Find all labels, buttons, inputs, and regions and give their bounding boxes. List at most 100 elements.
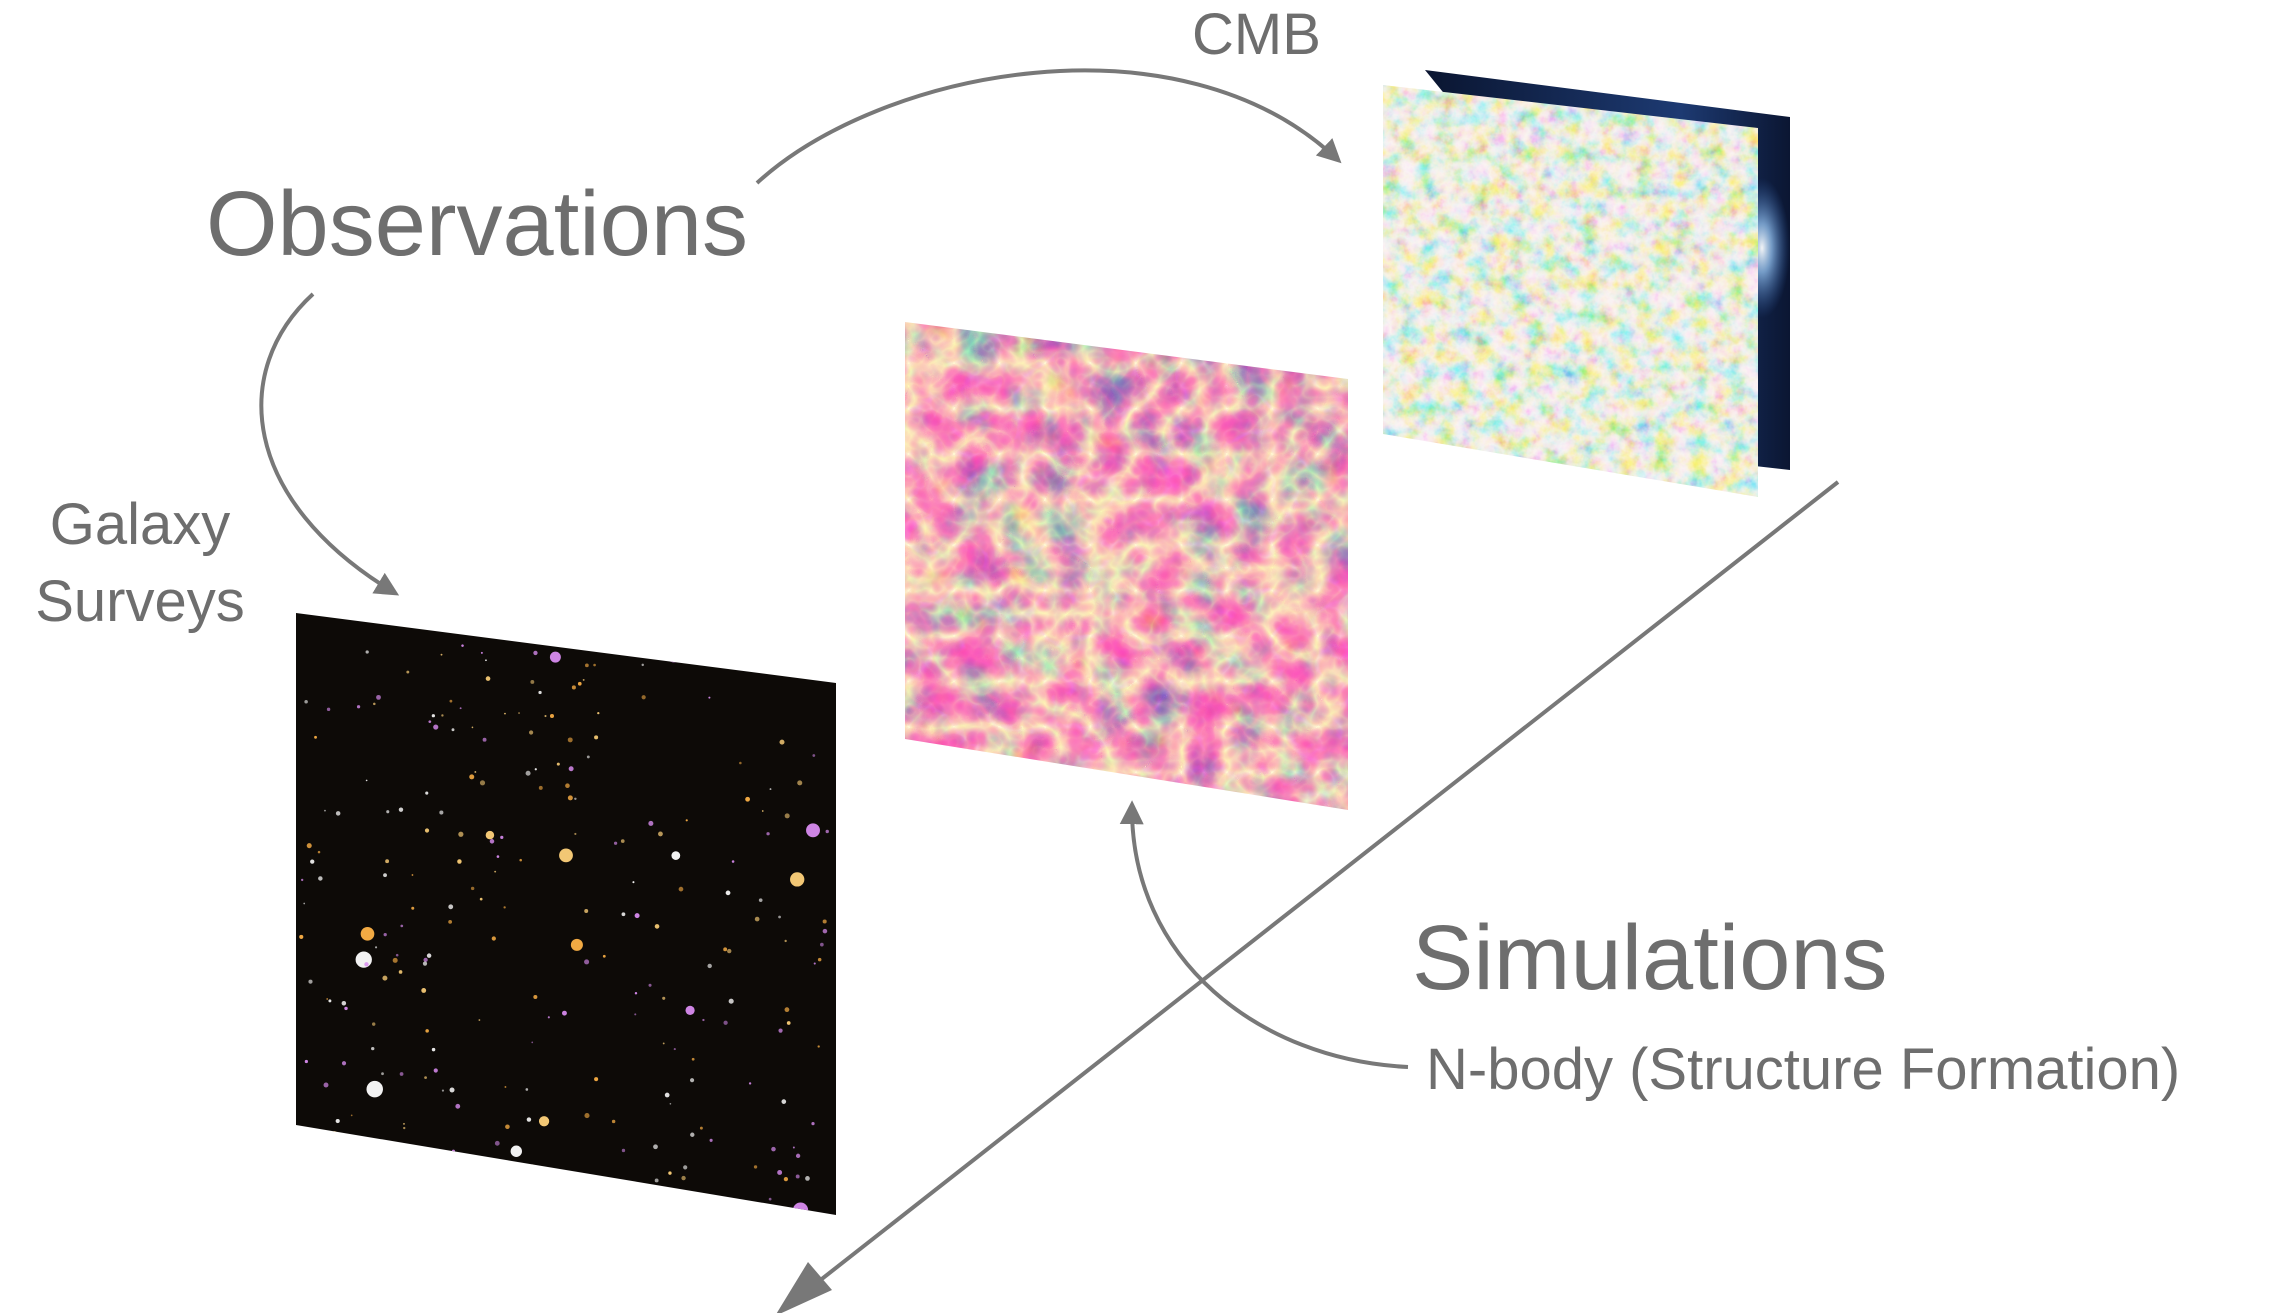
- galaxy-dot: [571, 685, 576, 690]
- galaxy-dot: [634, 991, 638, 995]
- galaxy-dot: [613, 841, 618, 845]
- galaxy-dot: [593, 663, 596, 667]
- galaxy-dot: [820, 942, 824, 947]
- galaxy-dot: [423, 957, 428, 963]
- galaxy-dot: [449, 699, 453, 703]
- galaxy-dot: [705, 1204, 708, 1207]
- galaxy-dot: [737, 614, 741, 619]
- galaxy-dot: [669, 1102, 672, 1105]
- galaxy-label-line2: Surveys: [35, 569, 245, 635]
- galaxy-dot: [594, 1077, 599, 1082]
- galaxy-dot: [318, 876, 323, 881]
- galaxy-dot: [470, 886, 475, 891]
- galaxy-dot: [792, 1146, 795, 1149]
- galaxy-dot: [323, 1082, 329, 1088]
- galaxy-dot: [441, 1089, 445, 1092]
- galaxy-dot: [777, 1170, 783, 1175]
- galaxy-dot: [480, 1179, 484, 1182]
- cmb-arrow: [755, 68, 1342, 185]
- galaxy-dot: [308, 979, 313, 984]
- galaxy-dot: [685, 1005, 695, 1016]
- galaxy-dot: [433, 724, 439, 730]
- galaxy-dot: [532, 1194, 535, 1197]
- galaxy-dot: [735, 1202, 738, 1206]
- galaxy-dot: [611, 1119, 616, 1124]
- galaxy-dot: [478, 1019, 481, 1021]
- galaxy-dot: [602, 954, 606, 958]
- galaxy-dot: [584, 908, 589, 913]
- galaxy-dot: [778, 915, 781, 919]
- galaxy-dot: [371, 1187, 376, 1192]
- galaxy-dot: [530, 1164, 535, 1169]
- galaxy-dot: [781, 1099, 787, 1104]
- galaxy-dot: [648, 820, 654, 826]
- galaxy-dot: [761, 810, 764, 812]
- galaxy-dot: [469, 774, 475, 780]
- galaxy-dot: [494, 1140, 500, 1146]
- galaxy-dot: [451, 728, 455, 732]
- galaxy-dot: [326, 707, 331, 712]
- galaxy-dot: [458, 831, 464, 837]
- galaxy-dot: [304, 1059, 308, 1064]
- galaxy-dot: [813, 962, 816, 965]
- galaxy-dot: [549, 713, 555, 719]
- galaxy-dot: [304, 699, 308, 704]
- galaxy-dot: [790, 872, 805, 887]
- galaxy-dot: [822, 919, 827, 924]
- galaxy-dot: [748, 1082, 752, 1085]
- galaxy-dot: [574, 832, 577, 836]
- galaxy-dot: [518, 712, 520, 714]
- galaxy-dot: [411, 906, 415, 910]
- time-axis-line: [793, 480, 1840, 1302]
- galaxy-dot: [783, 1177, 789, 1182]
- galaxy-dot: [641, 663, 644, 667]
- galaxy-dot: [344, 1006, 348, 1011]
- galaxy-dot: [448, 904, 454, 910]
- galaxy-dot: [459, 707, 462, 710]
- galaxy-dot: [565, 783, 570, 789]
- galaxy-dot: [341, 1000, 347, 1006]
- galaxy-dot: [422, 961, 428, 966]
- galaxy-dot: [594, 735, 599, 740]
- galaxy-dot: [505, 1124, 510, 1130]
- simulations-label: Simulations: [1412, 907, 1888, 1009]
- galaxy-dot: [328, 999, 332, 1003]
- galaxy-dot: [626, 647, 628, 649]
- galaxy-dot: [392, 957, 398, 963]
- galaxy-dot: [779, 739, 785, 745]
- galaxy-dot: [556, 762, 560, 766]
- galaxy-dot: [383, 1163, 389, 1169]
- galaxy-panel: [296, 613, 836, 1215]
- galaxy-dot: [455, 1103, 461, 1109]
- cmb-map-icon: [1383, 85, 1758, 497]
- galaxy-dot: [439, 1165, 442, 1168]
- galaxy-dot: [421, 618, 426, 622]
- galaxy-dot: [658, 831, 663, 837]
- galaxy-dot: [771, 1146, 776, 1152]
- galaxy-dot: [822, 928, 828, 934]
- galaxy-dot: [520, 1205, 526, 1210]
- galaxy-dot: [533, 650, 538, 656]
- galaxy-dot: [504, 712, 506, 715]
- galaxy-dot: [778, 1028, 783, 1033]
- galaxy-dot: [620, 839, 625, 843]
- galaxy-dot: [678, 886, 684, 892]
- galaxy-dot: [567, 795, 573, 801]
- galaxy-dot: [485, 830, 495, 840]
- galaxy-dot: [403, 1122, 405, 1125]
- galaxy-dot: [795, 1174, 800, 1179]
- galaxy-dot: [504, 1086, 507, 1088]
- galaxy-dot: [652, 653, 655, 656]
- galaxy-dot: [515, 620, 520, 625]
- galaxy-dot: [364, 962, 369, 967]
- galaxy-dot: [786, 1021, 791, 1025]
- galaxy-dot: [477, 1170, 480, 1174]
- galaxy-dot: [634, 1013, 637, 1016]
- galaxy-dot: [632, 881, 635, 884]
- galaxy-dot: [355, 951, 372, 968]
- galaxy-dot: [403, 1126, 406, 1130]
- galaxy-dot: [691, 1057, 695, 1061]
- galaxy-dot: [725, 890, 731, 896]
- galaxy-arrow: [259, 292, 400, 596]
- galaxy-dot: [346, 1180, 352, 1186]
